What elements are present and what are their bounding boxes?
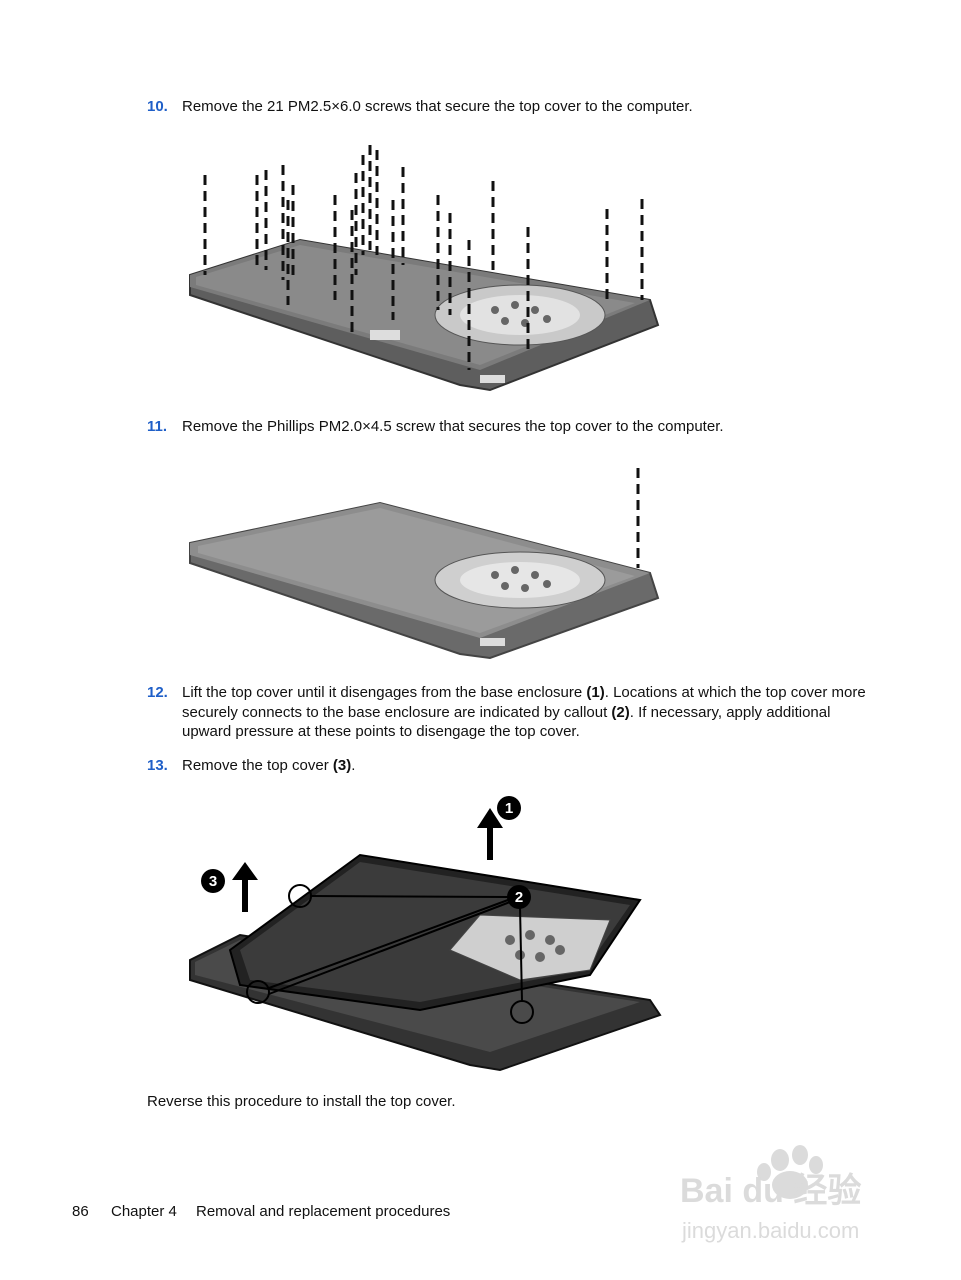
figure-top-cover-screws bbox=[180, 135, 670, 400]
step-text: Remove the Phillips PM2.0×4.5 screw that… bbox=[182, 418, 724, 435]
step-text: Lift the top cover until it disengages f… bbox=[182, 684, 866, 740]
svg-text:2: 2 bbox=[515, 889, 523, 906]
step-number: 10. bbox=[147, 98, 168, 115]
callout-1: 1 bbox=[497, 796, 521, 820]
step-text: Remove the top cover (3). bbox=[182, 757, 356, 774]
figure-remove-top-cover: 1 2 3 bbox=[180, 790, 670, 1075]
callout-2: 2 bbox=[507, 885, 531, 909]
step-text: Remove the 21 PM2.5×6.0 screws that secu… bbox=[182, 98, 693, 115]
baidu-watermark-logo: Bai du 经验 jingyan.baidu.com bbox=[680, 1140, 910, 1250]
closing-instruction: Reverse this procedure to install the to… bbox=[147, 1093, 456, 1110]
svg-text:1: 1 bbox=[505, 800, 513, 817]
step-number: 12. bbox=[147, 684, 168, 701]
figure-phillips-screw bbox=[180, 458, 670, 663]
svg-text:3: 3 bbox=[209, 873, 217, 890]
chapter-title: Removal and replacement procedures bbox=[196, 1203, 451, 1220]
callout-3: 3 bbox=[201, 869, 225, 893]
step-number: 11. bbox=[147, 418, 168, 435]
chapter-label: Chapter 4 bbox=[111, 1203, 177, 1220]
svg-text:Bai du 经验: Bai du 经验 bbox=[680, 1171, 861, 1210]
step-number: 13. bbox=[147, 757, 168, 774]
svg-text:jingyan.baidu.com: jingyan.baidu.com bbox=[681, 1218, 859, 1243]
page-number: 86 bbox=[72, 1203, 89, 1220]
